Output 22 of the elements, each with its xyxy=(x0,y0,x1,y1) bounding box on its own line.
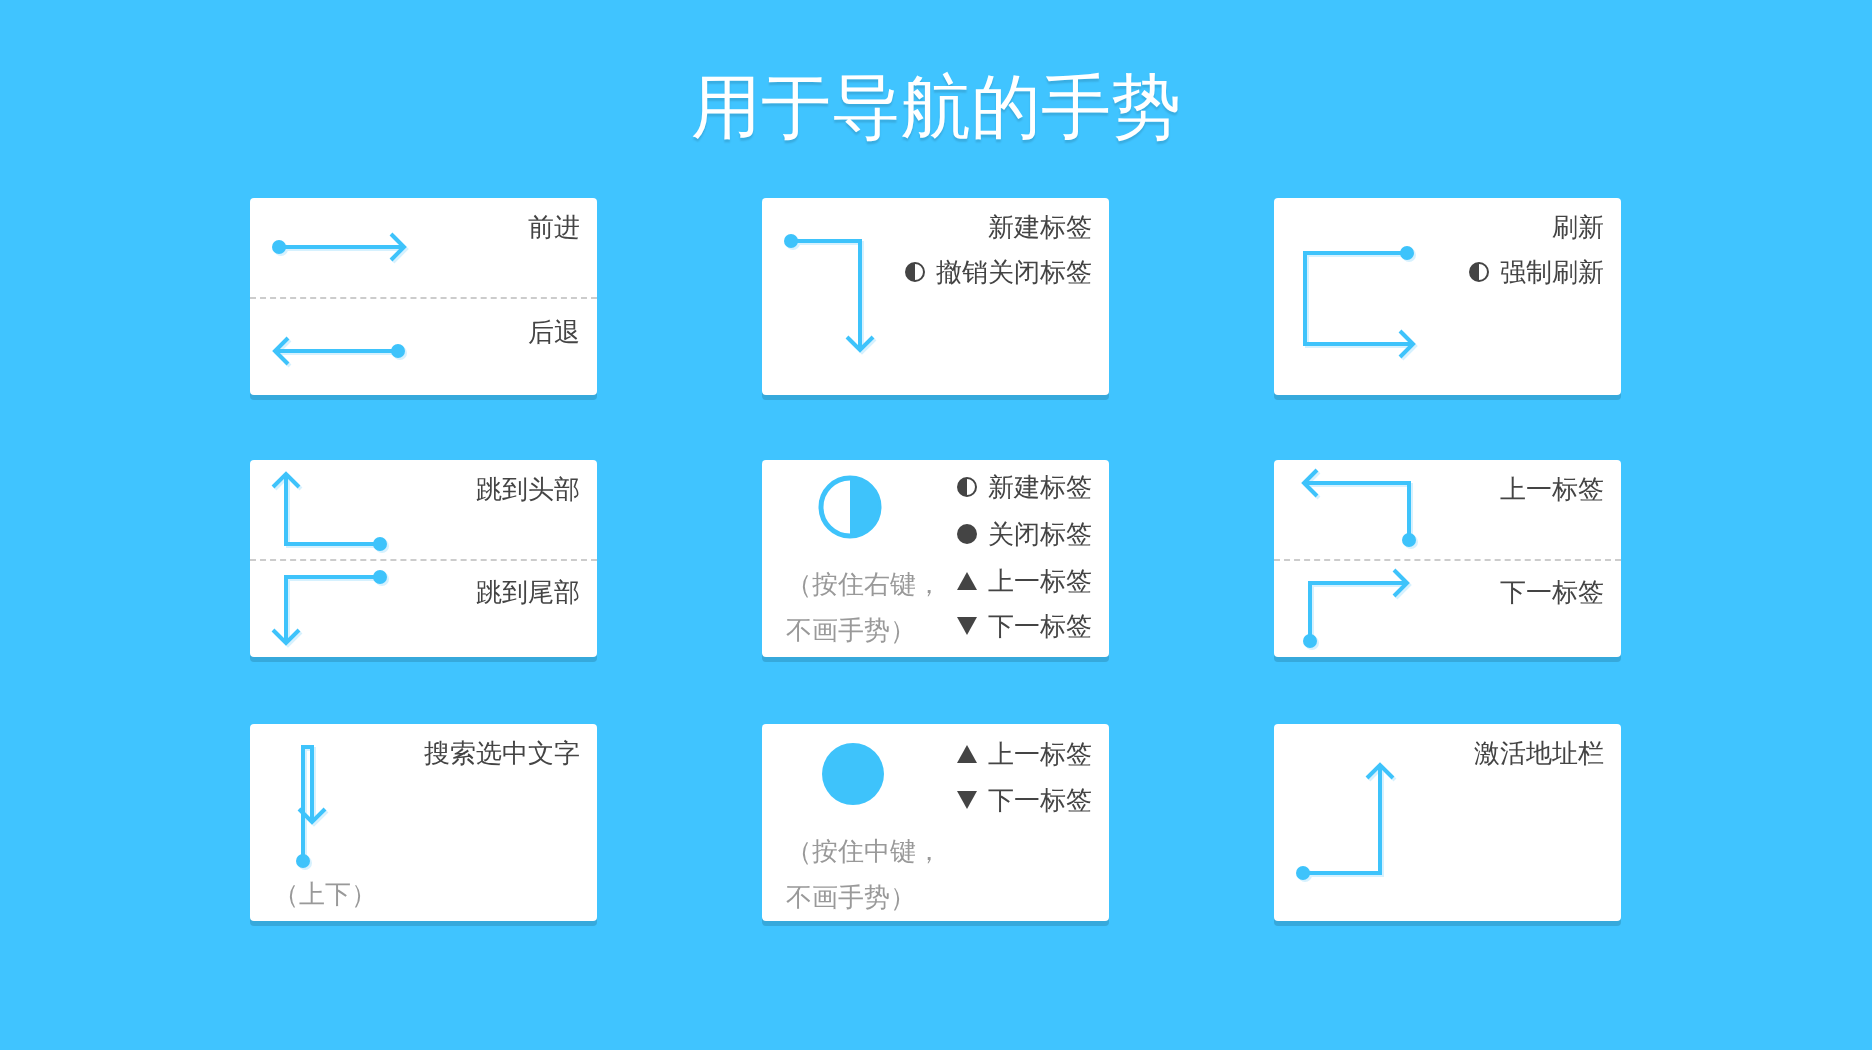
gesture-label: 上一标签 xyxy=(988,738,1092,770)
gesture-label: 后退 xyxy=(528,316,580,348)
gesture-label: 新建标签 xyxy=(988,211,1092,243)
gesture-label: 上一标签 xyxy=(1500,473,1604,505)
gesture-label: 刷新 xyxy=(1552,211,1604,243)
hint-text: （按住中键，不画手势） xyxy=(786,835,943,914)
gesture-label: 跳到尾部 xyxy=(476,576,580,608)
gesture-label: 上一标签 xyxy=(988,565,1092,597)
title: 用于导航的手势 xyxy=(690,65,1182,150)
gesture-label: 前进 xyxy=(528,211,580,243)
gesture-label: 新建标签 xyxy=(988,471,1092,503)
gesture-label: 关闭标签 xyxy=(988,518,1092,550)
hint-text: （按住右键，不画手势） xyxy=(786,568,943,647)
gesture-label: 强制刷新 xyxy=(1500,256,1604,288)
gesture-label: 下一标签 xyxy=(988,784,1092,816)
gesture-label: 撤销关闭标签 xyxy=(936,256,1092,288)
gesture-label: 下一标签 xyxy=(988,610,1092,642)
gesture-label: 搜索选中文字 xyxy=(424,737,580,769)
gesture-label: 激活地址栏 xyxy=(1474,737,1604,769)
gesture-label: 下一标签 xyxy=(1500,576,1604,608)
gesture-label: 跳到头部 xyxy=(476,473,580,505)
hint-text: （上下） xyxy=(273,878,378,911)
